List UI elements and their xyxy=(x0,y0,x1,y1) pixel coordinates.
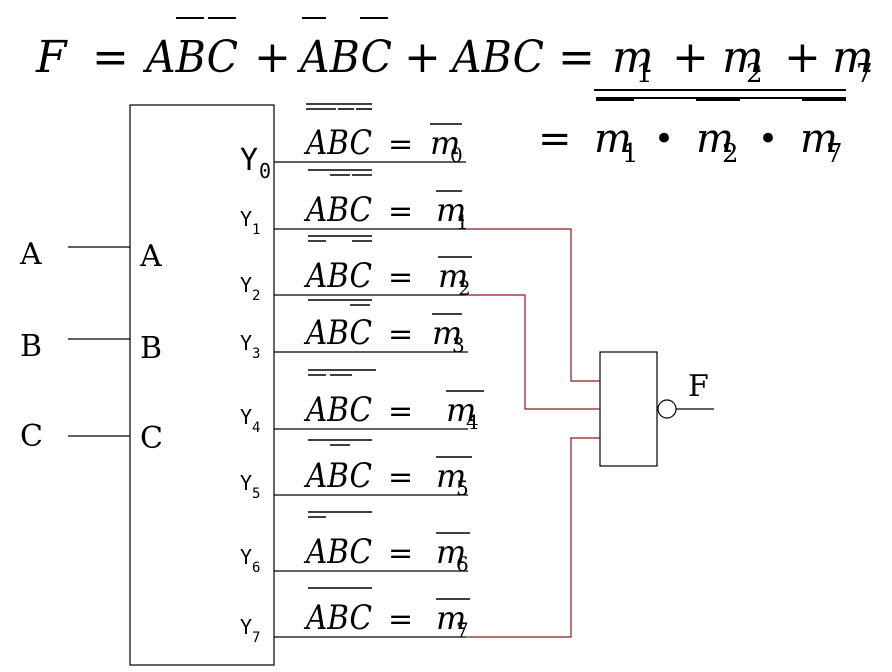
decoder-pin-b: B xyxy=(140,331,162,366)
eq-plus-3: + xyxy=(672,32,709,83)
decoder-box xyxy=(129,104,275,666)
eq-plus-4: + xyxy=(784,32,821,83)
output-label-y4: Y xyxy=(240,405,252,429)
output-m-0: m xyxy=(430,124,460,162)
output-label-y5: Y xyxy=(240,471,252,495)
eq-m2-sub: 2 xyxy=(746,59,763,89)
gate-output-label: F xyxy=(688,369,709,404)
input-label-c: C xyxy=(20,419,43,454)
eq2-m1: m xyxy=(594,116,632,162)
output-label-sub-y6: 6 xyxy=(252,560,260,576)
output-eq-7: = xyxy=(388,602,413,637)
eq-term-1: ABC xyxy=(142,32,238,83)
output-eq-1: = xyxy=(388,194,413,229)
output-label-sub-y4: 4 xyxy=(252,420,260,436)
output-m-sub-5: 5 xyxy=(456,476,469,500)
output-expr-7: ABC xyxy=(303,598,372,638)
output-expr-1: ABC xyxy=(303,190,372,230)
output-label-sub-y5: 5 xyxy=(252,486,260,502)
output-eq-3: = xyxy=(388,317,413,352)
output-label-sub-y7: 7 xyxy=(252,630,260,646)
top-equation: F = ABC + ABC + ABC = m 1 + m 2 + m 7 xyxy=(35,17,874,89)
output-label-y0: Y xyxy=(240,143,258,178)
output-expr-2: ABC xyxy=(303,256,372,296)
input-label-a: A xyxy=(19,237,42,272)
output-expr-5: ABC xyxy=(303,456,372,496)
output-label-sub-y1: 1 xyxy=(252,222,260,238)
output-label-y1: Y xyxy=(240,207,252,231)
output-expr-4: ABC xyxy=(303,390,372,430)
eq-m1-sub: 1 xyxy=(636,59,653,89)
eq-m1: m xyxy=(612,32,654,83)
output-label-y6: Y xyxy=(240,545,252,569)
output-m-sub-3: 3 xyxy=(452,333,465,357)
wire-y2-to-gate xyxy=(466,294,600,410)
wire-y7-to-gate xyxy=(466,437,600,638)
output-m-2: m xyxy=(438,257,468,295)
output-m-sub-2: 2 xyxy=(458,276,471,300)
nand-gate xyxy=(599,351,658,467)
output-m-1: m xyxy=(436,191,466,229)
output-m-4: m xyxy=(446,391,476,429)
output-m-7: m xyxy=(436,599,466,637)
eq-term-2: ABC xyxy=(296,32,392,83)
output-m-5: m xyxy=(436,457,466,495)
output-eq-6: = xyxy=(388,536,413,571)
output-label-sub-y0: 0 xyxy=(259,159,271,183)
eq-m7-sub: 7 xyxy=(856,59,873,89)
output-label-sub-y3: 3 xyxy=(252,346,260,362)
eq-term-3: ABC xyxy=(448,32,544,83)
eq2-m2: m xyxy=(696,116,734,162)
output-expr-6: ABC xyxy=(303,532,372,572)
eq2-m1-sub: 1 xyxy=(622,139,639,169)
output-eq-5: = xyxy=(388,460,413,495)
eq-m2: m xyxy=(722,32,764,83)
output-eq-0: = xyxy=(388,127,413,162)
eq2-dot-1: • xyxy=(654,119,674,159)
decoder-pin-c: C xyxy=(140,421,163,456)
output-expr-0: ABC xyxy=(303,123,372,163)
output-m-sub-1: 1 xyxy=(456,210,469,234)
input-label-b: B xyxy=(20,329,42,364)
eq2-m2-sub: 2 xyxy=(722,139,739,169)
eq2-m7-sub: 7 xyxy=(826,139,843,169)
output-label-y7: Y xyxy=(240,615,252,639)
eq-F: F xyxy=(35,32,68,83)
output-eq-4: = xyxy=(388,394,413,429)
output-label-sub-y2: 2 xyxy=(252,288,260,304)
output-label-y3: Y xyxy=(240,331,252,355)
output-m-6: m xyxy=(436,533,466,571)
eq2-equals: = xyxy=(538,116,572,162)
eq2-dot-2: • xyxy=(758,119,778,159)
nand-bubble xyxy=(657,399,677,419)
decoder-pin-a: A xyxy=(139,239,162,274)
output-label-y2: Y xyxy=(240,273,252,297)
eq-equals-2: = xyxy=(558,32,595,83)
eq-plus-2: + xyxy=(404,32,441,83)
output-m-sub-6: 6 xyxy=(456,552,469,576)
eq-equals-1: = xyxy=(92,32,129,83)
output-m-sub-0: 0 xyxy=(450,143,463,167)
output-m-sub-7: 7 xyxy=(456,618,469,642)
output-expr-3: ABC xyxy=(303,313,372,353)
wire-y1-to-gate xyxy=(466,228,600,382)
second-equation: = m 1 • m 2 • m 7 xyxy=(538,116,843,169)
output-eq-2: = xyxy=(388,260,413,295)
eq2-m7: m xyxy=(800,116,838,162)
eq-m7: m xyxy=(832,32,874,83)
output-m-sub-4: 4 xyxy=(466,410,479,434)
output-m-3: m xyxy=(432,314,462,352)
eq-plus-1: + xyxy=(254,32,291,83)
